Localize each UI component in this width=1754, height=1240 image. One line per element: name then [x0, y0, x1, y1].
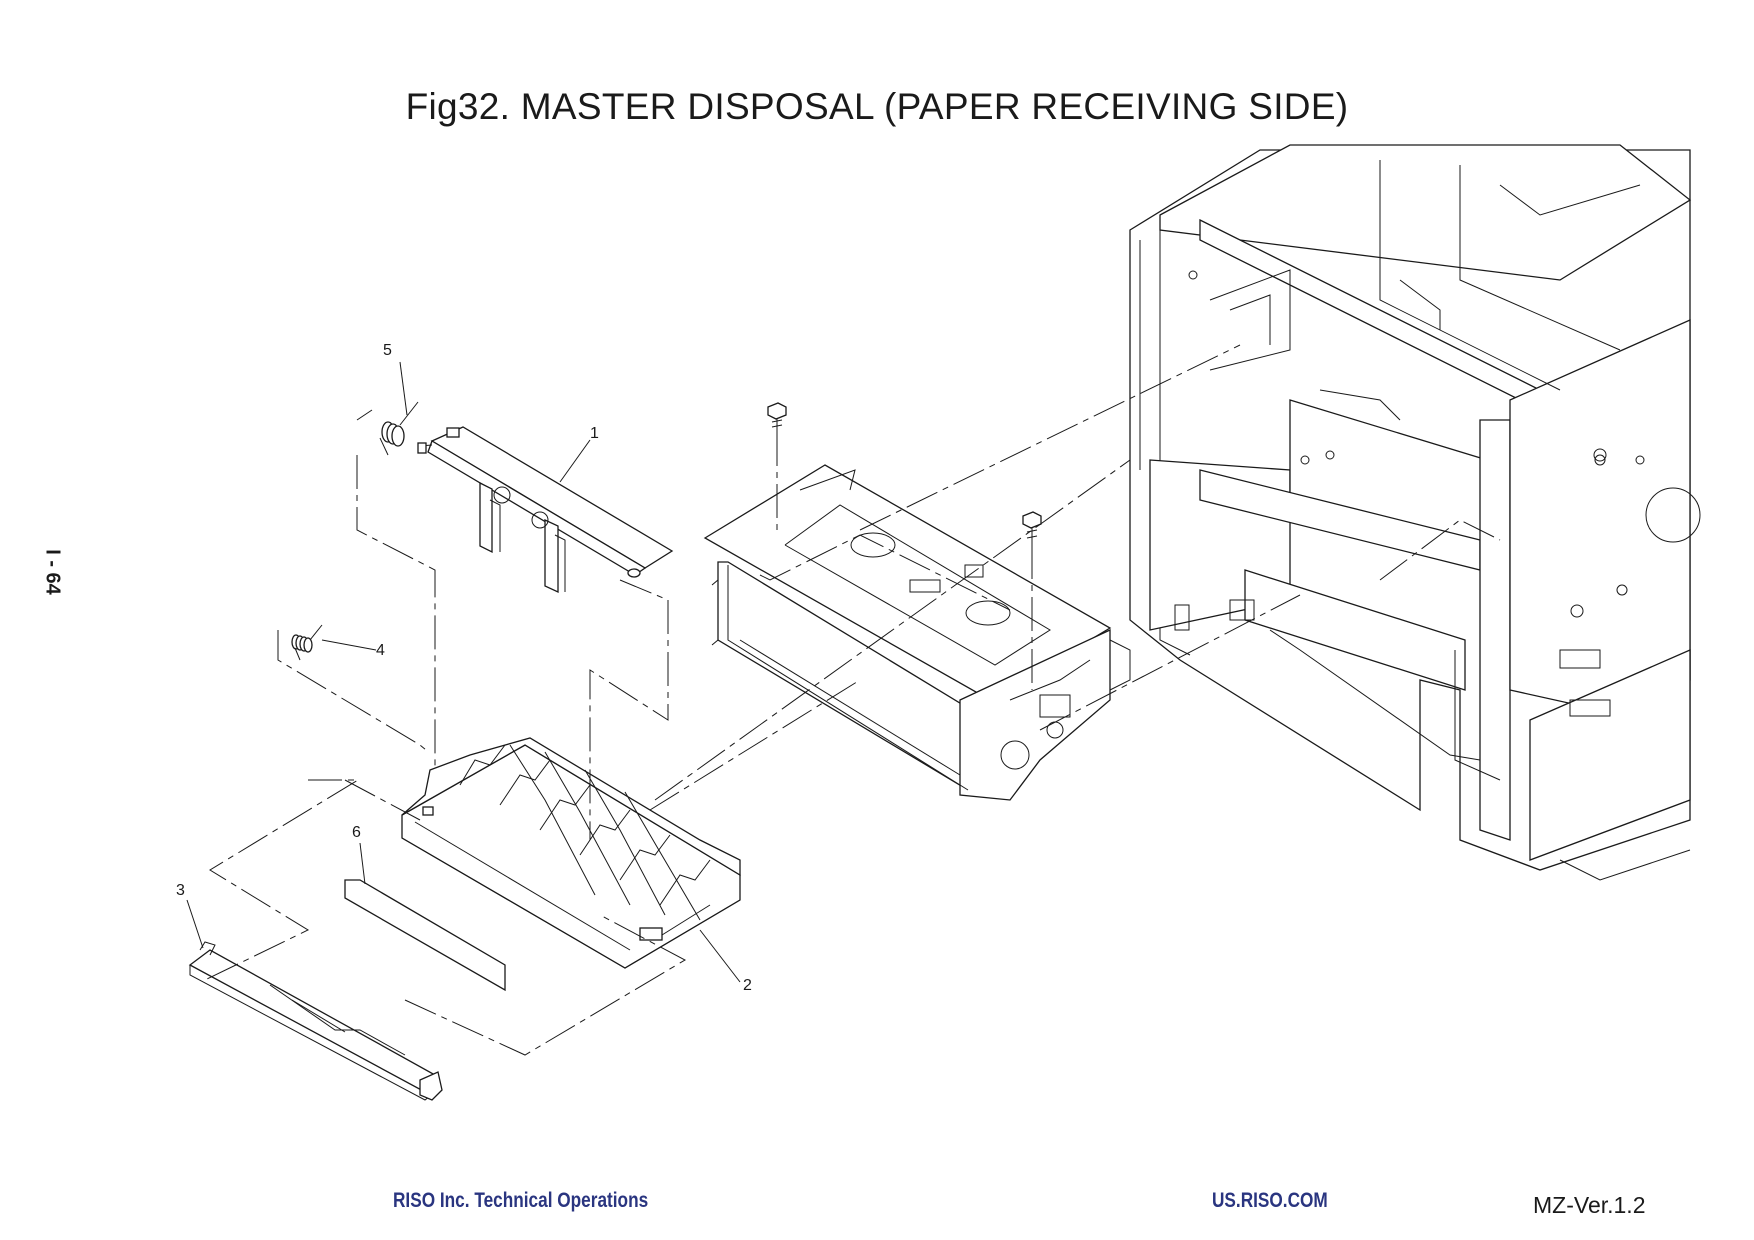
figure-title: Fig32. MASTER DISPOSAL (PAPER RECEIVING … [405, 86, 1349, 127]
callout-4: 4 [376, 642, 385, 659]
footer-company: RISO Inc. Technical Operations [393, 1189, 649, 1212]
part-5-spring [379, 401, 419, 456]
footer-website[interactable]: US.RISO.COM [1212, 1189, 1328, 1212]
callout-1: 1 [590, 425, 599, 442]
part-6-sheet [344, 879, 506, 992]
mounting-screw-right [1022, 511, 1042, 690]
mounting-screw-left [767, 402, 787, 535]
callout-leaders [186, 361, 741, 983]
part-3-bracket [188, 941, 443, 1101]
callout-3: 3 [176, 882, 185, 899]
part-2-receiving-tray [401, 737, 741, 969]
part-4-spring [291, 624, 323, 661]
callout-5: 5 [383, 342, 392, 359]
assembly-guide-lines [204, 344, 1501, 1056]
part-1-guide-cover [417, 426, 674, 594]
callout-2: 2 [743, 977, 752, 994]
machine-frame [1129, 144, 1701, 881]
footer-version: MZ-Ver.1.2 [1533, 1192, 1646, 1218]
master-disposal-unit [703, 464, 1131, 801]
callout-6: 6 [352, 824, 361, 841]
